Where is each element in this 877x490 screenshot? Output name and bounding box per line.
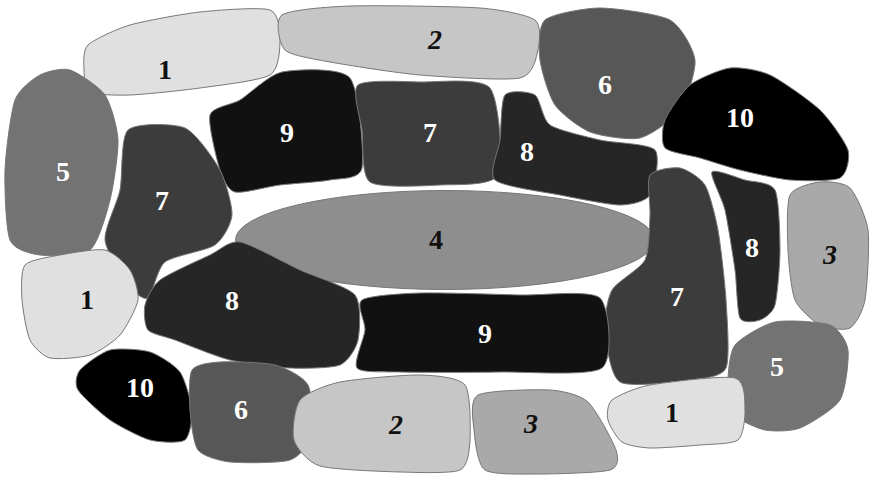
stone-number: 4 (429, 226, 443, 254)
numbered-stone: 5 (5, 70, 118, 255)
stone-number: 2 (428, 26, 442, 54)
numbered-stone: 7 (358, 82, 498, 185)
stone-outline (356, 293, 609, 373)
numbered-stone: 3 (788, 182, 868, 328)
stone-outline (605, 168, 728, 385)
stone-number: 9 (478, 320, 492, 348)
stone-outline (787, 182, 868, 329)
numbered-stone: 7 (605, 168, 726, 382)
stone-number: 8 (520, 138, 534, 166)
numbered-stone: 1 (84, 10, 280, 95)
stone-outline (712, 171, 780, 322)
stone-outline (189, 362, 312, 463)
numbered-stone: 10 (665, 68, 848, 180)
stone-number: 7 (670, 283, 684, 311)
stone-shape (728, 322, 848, 430)
numbered-stone: 6 (190, 362, 312, 462)
numbered-stone: 8 (495, 95, 655, 205)
stone-number: 5 (56, 158, 70, 186)
numbered-stone: 8 (145, 242, 358, 368)
stone-number: 8 (745, 234, 759, 262)
numbered-stone: 1 (22, 250, 138, 358)
stone-shape (665, 68, 848, 180)
numbered-stone: 9 (357, 293, 602, 372)
stone-outline (293, 375, 470, 473)
stone-number: 5 (770, 353, 784, 381)
stone-shape (294, 375, 470, 472)
numbered-stone: 2 (294, 375, 470, 472)
stone-number: 9 (280, 119, 294, 147)
stone-outline (607, 377, 745, 448)
stone-number: 3 (823, 241, 837, 269)
stone-number: 7 (423, 119, 437, 147)
numbered-stone: 2 (282, 6, 538, 78)
numbered-stone: 3 (474, 390, 616, 474)
numbered-stone: 5 (728, 322, 848, 430)
stone-number: 8 (225, 287, 239, 315)
stone-outline (493, 92, 658, 205)
stone-outline (356, 81, 501, 186)
stone-outline (662, 68, 848, 181)
stone-outline (278, 6, 540, 79)
stone-number: 2 (389, 411, 403, 439)
numbered-stone: 1 (608, 378, 745, 448)
stone-outline (22, 250, 139, 359)
stone-outline (728, 321, 848, 431)
stone-outline (5, 69, 118, 255)
stone-number: 10 (126, 374, 154, 402)
stone-outline (76, 349, 192, 442)
stone-shape (190, 362, 312, 462)
stone-shape (495, 95, 655, 205)
stone-shape (282, 6, 538, 78)
numbered-stone: 10 (78, 350, 192, 440)
stone-number: 3 (524, 410, 538, 438)
stone-shape (605, 168, 726, 382)
numbered-stone: 9 (210, 72, 362, 192)
stone-shape (145, 242, 358, 368)
stone-number: 10 (726, 104, 754, 132)
stone-outline (210, 70, 363, 193)
stone-shape (84, 10, 280, 95)
stone-outline (84, 9, 280, 95)
stone-number: 1 (158, 56, 172, 84)
numbered-stone: 8 (712, 172, 780, 320)
stone-number: 1 (665, 399, 679, 427)
stone-number: 6 (598, 71, 612, 99)
stone-shape (474, 390, 616, 474)
stone-number: 1 (80, 286, 94, 314)
stone-number: 7 (155, 187, 169, 215)
stone-outline (472, 390, 617, 474)
stone-outline (144, 242, 359, 368)
stone-number: 6 (234, 396, 248, 424)
